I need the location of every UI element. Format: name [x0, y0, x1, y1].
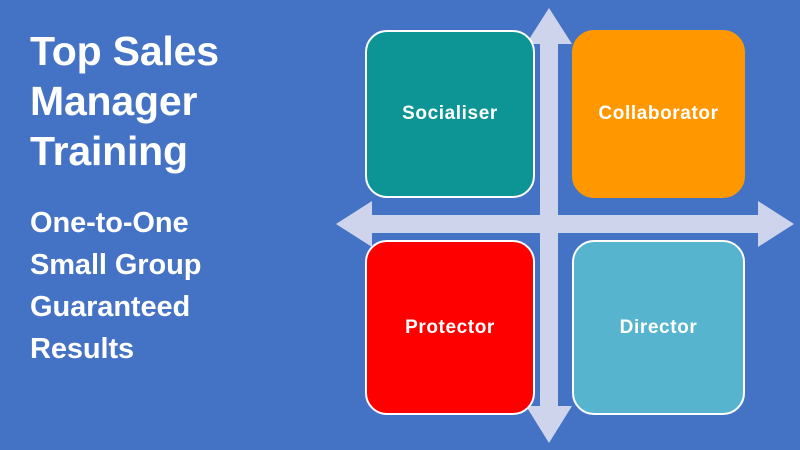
title-line-3: Training [30, 128, 188, 174]
horizontal-double-arrow-icon [336, 201, 794, 247]
quadrant-label-protector: Protector [405, 316, 495, 338]
quadrant-collaborator[interactable]: Collaborator [572, 30, 745, 198]
quadrant-label-collaborator: Collaborator [598, 103, 719, 124]
text-panel: Top Sales Manager Training One-to-One Sm… [30, 26, 330, 370]
subtitle-line-2: Small Group [30, 249, 202, 281]
title-line-1: Top Sales [30, 28, 219, 74]
page-title: Top Sales Manager Training [30, 26, 330, 176]
axes-group [336, 8, 794, 443]
quadrant-director[interactable]: Director [572, 240, 745, 415]
subtitle-line-1: One-to-One [30, 207, 189, 239]
subtitle-block: One-to-One Small Group Guaranteed Result… [30, 202, 330, 370]
quadrant-socialiser[interactable]: Socialiser [365, 30, 535, 198]
quadrant-label-socialiser: Socialiser [402, 103, 498, 124]
quadrant-label-director: Director [619, 316, 698, 338]
title-line-2: Manager [30, 78, 198, 124]
quadrant-matrix: Socialiser Collaborator Protector Direct… [330, 0, 800, 450]
subtitle-line-4: Results [30, 333, 135, 365]
quadrant-protector[interactable]: Protector [365, 240, 535, 415]
subtitle-line-3: Guaranteed [30, 291, 191, 323]
